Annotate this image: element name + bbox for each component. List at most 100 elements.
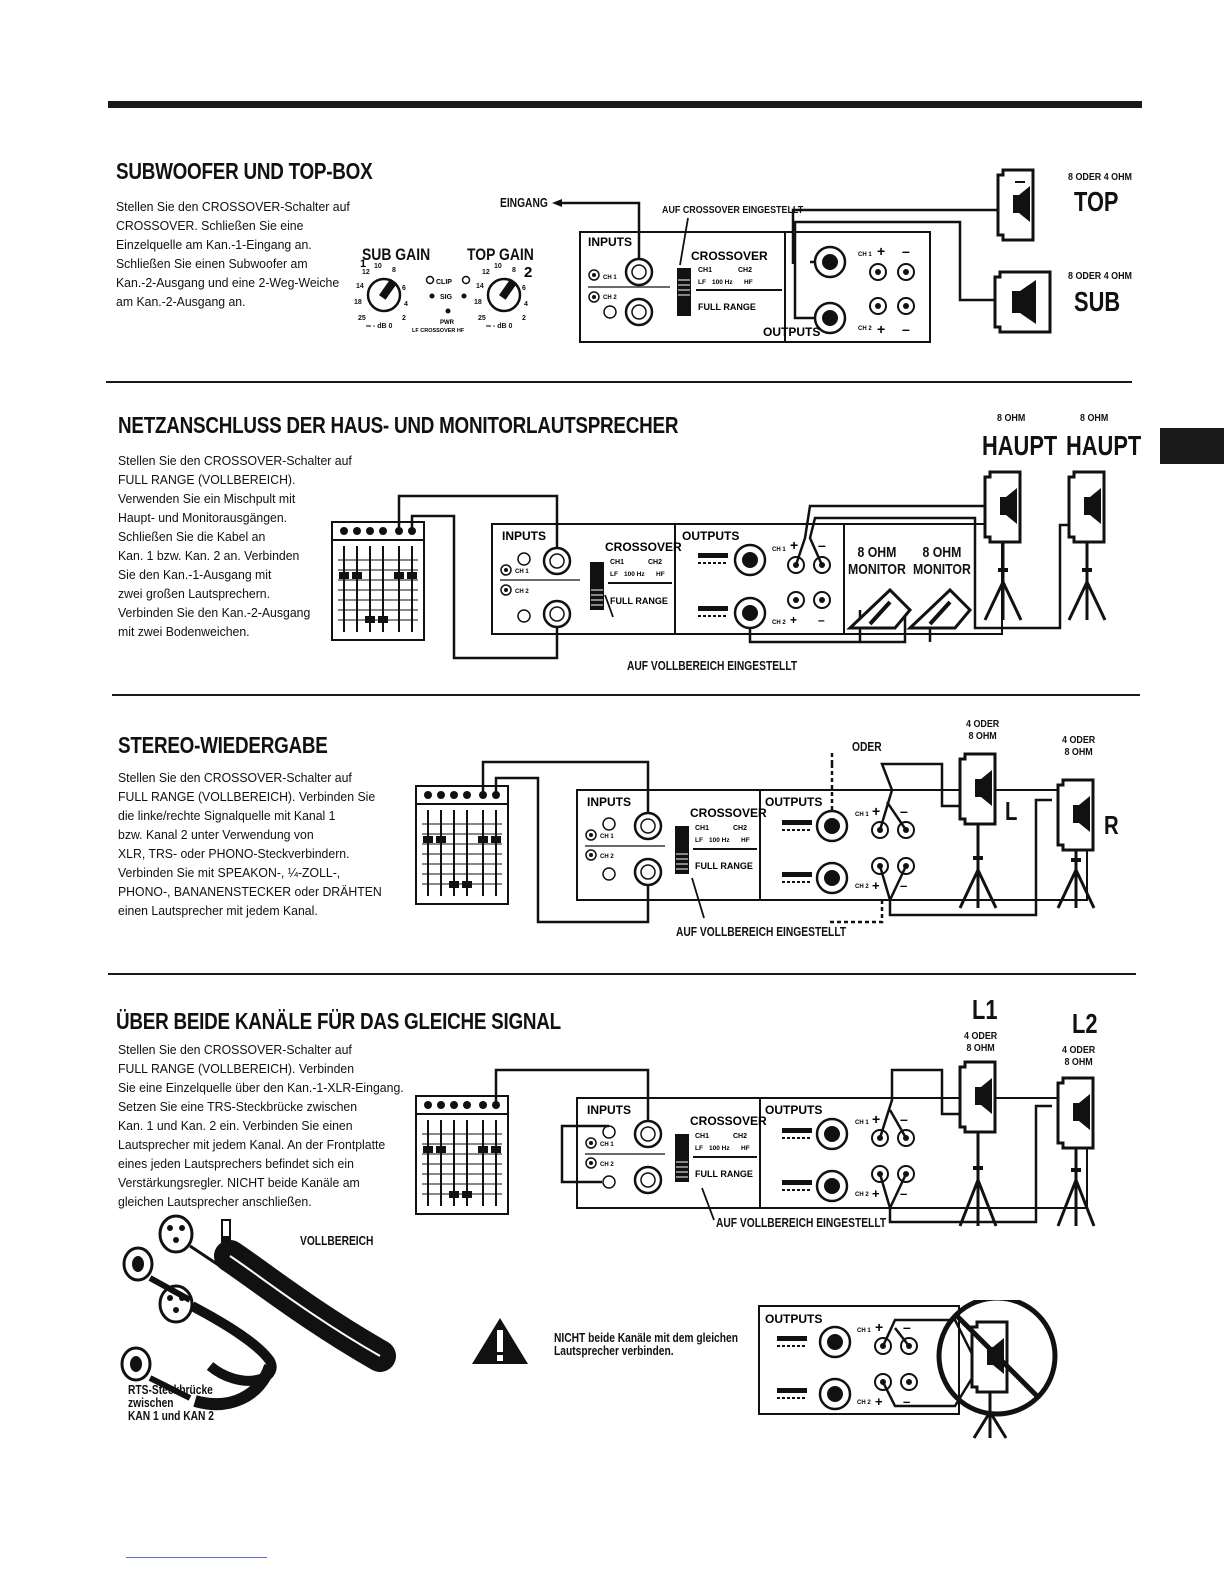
main-label-1: HAUPT (982, 430, 1058, 461)
svg-text:10: 10 (374, 263, 382, 270)
main-label-2: HAUPT (1066, 430, 1142, 461)
svg-text:CH 1: CH 1 (855, 1120, 869, 1126)
ohm-label-main1: 8 OHM (997, 412, 1026, 424)
ohm-label-l2: 4 ODER 8 OHM (1062, 1044, 1096, 1068)
svg-text:100 Hz: 100 Hz (709, 1145, 730, 1152)
svg-text:INPUTS: INPUTS (587, 1103, 631, 1117)
svg-text:–: – (900, 1186, 907, 1201)
sub-gain-knob (366, 277, 402, 313)
svg-text:CH 2: CH 2 (855, 1192, 869, 1198)
right-speaker-icon (1056, 778, 1096, 909)
svg-text:+: + (790, 613, 797, 627)
svg-text:+: + (790, 537, 798, 553)
section-text-subwoofer: Stellen Sie den CROSSOVER-Schalter auf C… (116, 199, 350, 309)
svg-text:6: 6 (522, 285, 526, 292)
diagram-stereo: INPUTS CROSSOVER CH1 CH2 LF 100 Hz HF FU… (415, 750, 1096, 924)
svg-text:–: – (900, 803, 908, 819)
right-label: R (1104, 810, 1119, 840)
mixer-icon (331, 521, 425, 641)
svg-text:CROSSOVER: CROSSOVER (605, 540, 682, 554)
sub-label: SUB (1074, 286, 1121, 317)
svg-text:CH 2: CH 2 (857, 1400, 871, 1406)
switch-label: AUF VOLLBEREICH EINGESTELLT (676, 925, 847, 939)
svg-text:CH 1: CH 1 (600, 834, 614, 840)
svg-text:8: 8 (392, 267, 396, 274)
diagram-both-channels: INPUTS CROSSOVER CH1 CH2 LF 100 Hz HF FU… (415, 1060, 1096, 1227)
section-divider (108, 973, 1136, 975)
l2-label: L2 (1072, 1008, 1098, 1039)
svg-text:–: – (900, 1111, 908, 1127)
monitor-speaker-icon (846, 587, 913, 630)
main-speaker-icon (1067, 470, 1107, 621)
svg-text:100 Hz: 100 Hz (712, 279, 733, 286)
l1-speaker-icon (958, 1060, 998, 1227)
svg-text:CH 1: CH 1 (857, 1328, 871, 1334)
section-divider (106, 381, 1132, 383)
svg-text:OUTPUTS: OUTPUTS (682, 529, 739, 543)
top-speaker-icon (996, 168, 1035, 242)
svg-text:FULL RANGE: FULL RANGE (698, 302, 756, 312)
svg-text:FULL RANGE: FULL RANGE (695, 861, 753, 871)
svg-text:CH2: CH2 (733, 1133, 747, 1140)
svg-text:25: 25 (358, 315, 366, 322)
wrong-wiring-diagram: OUTPUTS CH 1 CH 2 +– +– (758, 1300, 1058, 1439)
ohm-label-l1: 4 ODER 8 OHM (964, 1030, 998, 1054)
svg-text:LF: LF (695, 1145, 703, 1152)
svg-text:100 Hz: 100 Hz (709, 837, 730, 844)
svg-text:–: – (818, 537, 826, 553)
section-divider (112, 694, 1140, 696)
svg-text:14: 14 (356, 283, 364, 290)
svg-text:12: 12 (482, 269, 490, 276)
svg-text:+: + (877, 321, 885, 337)
svg-text:2: 2 (402, 315, 406, 322)
svg-text:CH1: CH1 (698, 267, 712, 274)
sub-gain-label: SUB GAIN (362, 245, 431, 264)
svg-text:LF: LF (610, 571, 618, 578)
top-label: TOP (1074, 186, 1119, 217)
left-label: L (1005, 796, 1018, 826)
pwr-label: PWR (440, 320, 455, 326)
svg-text:LF: LF (698, 279, 706, 286)
or-label: ODER (852, 740, 882, 754)
input-label: EINGANG (500, 196, 548, 210)
svg-text:25: 25 (478, 315, 486, 322)
svg-text:+: + (872, 803, 880, 819)
svg-text:2: 2 (524, 264, 532, 281)
switch-label: AUF CROSSOVER EINGESTELLT (662, 204, 804, 216)
svg-text:CH2: CH2 (738, 267, 752, 274)
sub-speaker-icon (993, 270, 1052, 334)
svg-text:HF: HF (744, 279, 753, 286)
section-text-stereo: Stellen Sie den CROSSOVER-Schalter auf F… (118, 770, 382, 918)
svg-text:∞ - dB 0: ∞ - dB 0 (486, 323, 512, 330)
svg-text:10: 10 (494, 263, 502, 270)
prohibited-icon (936, 1300, 1058, 1417)
switch-label: AUF VOLLBEREICH EINGESTELLT (627, 659, 798, 673)
inputs-label: INPUTS (588, 235, 632, 249)
svg-text:CH 1: CH 1 (858, 252, 872, 258)
svg-text:CROSSOVER: CROSSOVER (690, 1114, 767, 1128)
ohm-label-left: 4 ODER 8 OHM (966, 718, 1000, 742)
svg-text:CH 1: CH 1 (603, 275, 617, 281)
svg-text:CH 2: CH 2 (858, 326, 872, 332)
l1-label: L1 (972, 994, 998, 1025)
top-ohm-label: 8 ODER 4 OHM (1068, 171, 1132, 183)
svg-text:CH 2: CH 2 (600, 1162, 614, 1168)
svg-text:CH2: CH2 (733, 825, 747, 832)
main-speaker-icon (983, 470, 1023, 621)
svg-text:CH1: CH1 (610, 559, 624, 566)
svg-text:CH1: CH1 (695, 1133, 709, 1140)
section-title-house-monitor: NETZANSCHLUSS DER HAUS- UND MONITORLAUTS… (118, 412, 679, 438)
svg-text:FULL RANGE: FULL RANGE (610, 596, 668, 606)
crossover-label: CROSSOVER (691, 249, 768, 263)
svg-text:HF: HF (741, 1145, 750, 1152)
svg-text:8: 8 (512, 267, 516, 274)
svg-text:+: + (875, 1394, 883, 1409)
svg-text:CH 1: CH 1 (772, 547, 786, 553)
svg-text:4: 4 (524, 301, 528, 308)
svg-text:CROSSOVER: CROSSOVER (690, 806, 767, 820)
svg-text:HF: HF (656, 571, 665, 578)
warning-text: NICHT beide Kanäle mit dem gleichen Laut… (554, 1331, 738, 1358)
warning-icon (472, 1318, 528, 1364)
xlr-connector-icon (158, 1214, 221, 1268)
